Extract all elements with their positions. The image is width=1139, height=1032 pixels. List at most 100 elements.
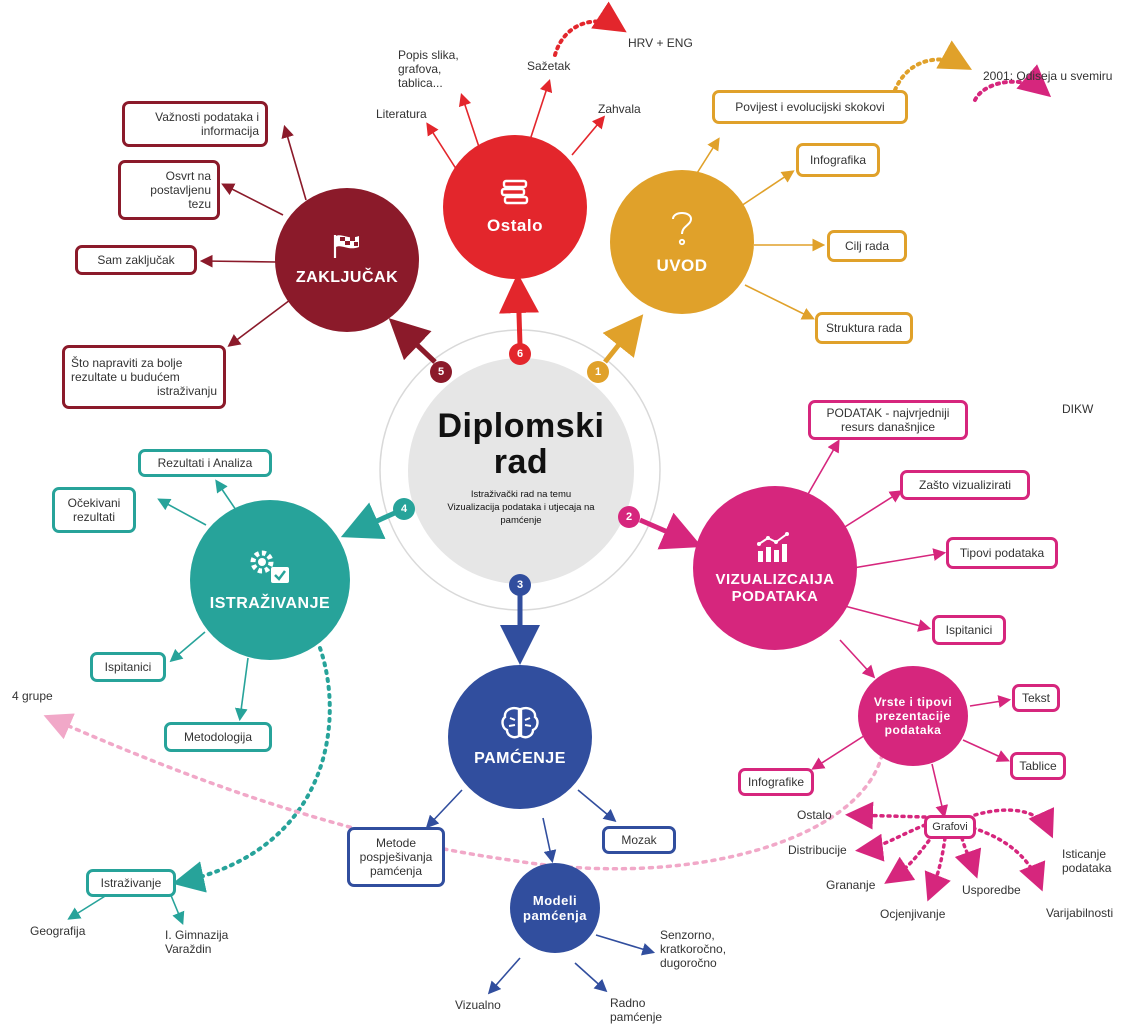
vizualno-label[interactable]: Vizualno xyxy=(455,998,501,1012)
gears-icon xyxy=(250,550,289,583)
vizualizacija-node[interactable]: VIZUALIZCAIJA PODATAKA xyxy=(693,486,857,650)
metode-line2: pospješivanja xyxy=(359,850,433,864)
vrste-line3: podataka xyxy=(884,723,942,737)
mozak-box[interactable]: Mozak xyxy=(602,826,676,854)
badge-1: 1 xyxy=(587,361,609,383)
geografija-label[interactable]: Geografija xyxy=(30,924,86,938)
pamcenje-title: PAMĆENJE xyxy=(474,750,566,767)
popis-line1: Popis slika, xyxy=(398,48,459,62)
ocjenjivanje-label[interactable]: Ocjenjivanje xyxy=(880,907,946,921)
vizualizacija-title-line2: PODATAKA xyxy=(731,588,819,605)
popis-label[interactable]: Popis slika, grafova, tablica... xyxy=(398,48,459,90)
isticanje-line1: Isticanje xyxy=(1062,847,1107,861)
dikw-label[interactable]: DIKW xyxy=(1062,402,1094,416)
vizualizacija-title-line1: VIZUALIZCAIJA xyxy=(715,571,835,588)
senzorno-line1: Senzorno, xyxy=(660,928,715,942)
zakljucak-title: ZAKLJUČAK xyxy=(295,269,399,286)
badge-6: 6 xyxy=(509,343,531,365)
modeli-node[interactable]: Modeli pamćenja xyxy=(510,863,600,953)
povijest-box[interactable]: Povijest i evolucijski skokovi xyxy=(712,90,908,124)
center-title-line2: rad xyxy=(493,442,549,481)
gimnazija-line2: Varaždin xyxy=(165,942,212,956)
uvod-node[interactable]: UVOD xyxy=(610,170,754,314)
isticanje-line2: podataka xyxy=(1062,861,1112,875)
modeli-line2: pamćenja xyxy=(523,908,587,923)
grafovi-box[interactable]: Grafovi xyxy=(924,815,976,839)
radno-line1: Radno xyxy=(610,996,646,1010)
osvrt-line3: tezu xyxy=(188,197,211,211)
metode-line1: Metode xyxy=(375,836,417,850)
cilj-rada-box[interactable]: Cilj rada xyxy=(827,230,907,262)
chart-icon xyxy=(757,532,789,562)
usporedbe-label[interactable]: Usporedbe xyxy=(962,883,1021,897)
ostalo-graf-label[interactable]: Ostalo xyxy=(797,808,832,822)
vaznost-line2: informacija xyxy=(200,124,259,138)
sto-line3: istraživanju xyxy=(156,384,217,398)
zasto-box[interactable]: Zašto vizualizirati xyxy=(900,470,1030,500)
radno-label[interactable]: Radno pamćenje xyxy=(610,996,662,1024)
podatak-box[interactable]: PODATAK - najvrjedniji resurs današnjice xyxy=(808,400,968,440)
sazetak-label[interactable]: Sažetak xyxy=(527,59,571,73)
vrste-node[interactable]: Vrste i tipovi prezentacije podataka xyxy=(858,666,968,766)
senzorno-line3: dugoročno xyxy=(660,956,717,970)
grananje-label[interactable]: Grananje xyxy=(826,878,876,892)
literatura-label[interactable]: Literatura xyxy=(376,107,427,121)
center-subtitle-line1: Istraživački rad na temu xyxy=(470,488,572,500)
sam-zakljucak-box[interactable]: Sam zaključak xyxy=(75,245,197,275)
checkered-flag-icon xyxy=(333,235,359,258)
ostalo-node[interactable]: Ostalo xyxy=(443,135,587,279)
osvrt-line2: postavljenu xyxy=(150,183,211,197)
sto-napraviti-box[interactable]: Što napraviti za bolje rezultate u buduć… xyxy=(62,345,226,409)
istrazivanje-sub-box[interactable]: Istraživanje xyxy=(86,869,176,897)
brain-icon xyxy=(501,706,539,739)
ostalo-title: Ostalo xyxy=(487,216,543,235)
isticanje-label[interactable]: Isticanje podataka xyxy=(1062,847,1111,875)
hrv-eng-label[interactable]: HRV + ENG xyxy=(628,36,693,50)
grupe-label[interactable]: 4 grupe xyxy=(12,689,53,703)
ispitanici-box[interactable]: Ispitanici xyxy=(90,652,166,682)
center-subtitle-line2: Vizualizacija podataka i utjecaja na xyxy=(447,501,595,513)
sto-line1: Što napraviti za bolje xyxy=(71,356,183,370)
istrazivanje-title: ISTRAŽIVANJE xyxy=(209,595,331,612)
uvod-title: UVOD xyxy=(656,256,708,275)
zahvala-label[interactable]: Zahvala xyxy=(598,102,641,116)
sto-line2: rezultate u budućem xyxy=(71,370,180,384)
vaznost-box[interactable]: Važnosti podataka i informacija xyxy=(122,101,268,147)
center-title-line1: Diplomski xyxy=(437,406,605,445)
zakljucak-node[interactable]: ZAKLJUČAK xyxy=(275,188,419,332)
infografika-box[interactable]: Infografika xyxy=(796,143,880,177)
gimnazija-label[interactable]: I. Gimnazija Varaždin xyxy=(165,928,228,956)
odiseja-label[interactable]: 2001: Odiseja u svemiru xyxy=(983,69,1113,83)
tekst-box[interactable]: Tekst xyxy=(1012,684,1060,712)
ocekivani-line2: rezultati xyxy=(72,510,116,524)
varijabilnosti-label[interactable]: Varijabilnosti xyxy=(1046,906,1114,920)
istrazivanje-node[interactable]: ISTRAŽIVANJE xyxy=(190,500,350,660)
osvrt-box[interactable]: Osvrt na postavljenu tezu xyxy=(118,160,220,220)
metode-line3: pamćenja xyxy=(369,864,423,878)
distribucije-label[interactable]: Distribucije xyxy=(788,843,847,857)
badge-3: 3 xyxy=(509,574,531,596)
rezultati-box[interactable]: Rezultati i Analiza xyxy=(138,449,272,477)
pamcenje-node[interactable]: PAMĆENJE xyxy=(448,665,592,809)
question-icon xyxy=(672,212,693,246)
radno-line2: pamćenje xyxy=(610,1010,663,1024)
podatak-line2: resurs današnjice xyxy=(840,420,936,434)
metodologija-box[interactable]: Metodologija xyxy=(164,722,272,752)
infografike-box[interactable]: Infografike xyxy=(738,768,814,796)
struktura-rada-box[interactable]: Struktura rada xyxy=(815,312,913,344)
viz-ispitanici-box[interactable]: Ispitanici xyxy=(932,615,1006,645)
vaznost-line1: Važnosti podataka i xyxy=(155,110,259,124)
modeli-line1: Modeli xyxy=(532,893,578,908)
center-node[interactable]: Diplomski rad Istraživački rad na temu V… xyxy=(408,358,634,584)
tablice-box[interactable]: Tablice xyxy=(1010,752,1066,780)
ocekivani-line1: Očekivani xyxy=(67,496,121,510)
senzorno-label[interactable]: Senzorno, kratkoročno, dugoročno xyxy=(660,928,726,970)
badge-4: 4 xyxy=(393,498,415,520)
tipovi-box[interactable]: Tipovi podataka xyxy=(946,537,1058,569)
ocekivani-box[interactable]: Očekivani rezultati xyxy=(52,487,136,533)
vrste-line1: Vrste i tipovi xyxy=(873,695,953,709)
senzorno-line2: kratkoročno, xyxy=(660,942,727,956)
metode-box[interactable]: Metode pospješivanja pamćenja xyxy=(347,827,445,887)
